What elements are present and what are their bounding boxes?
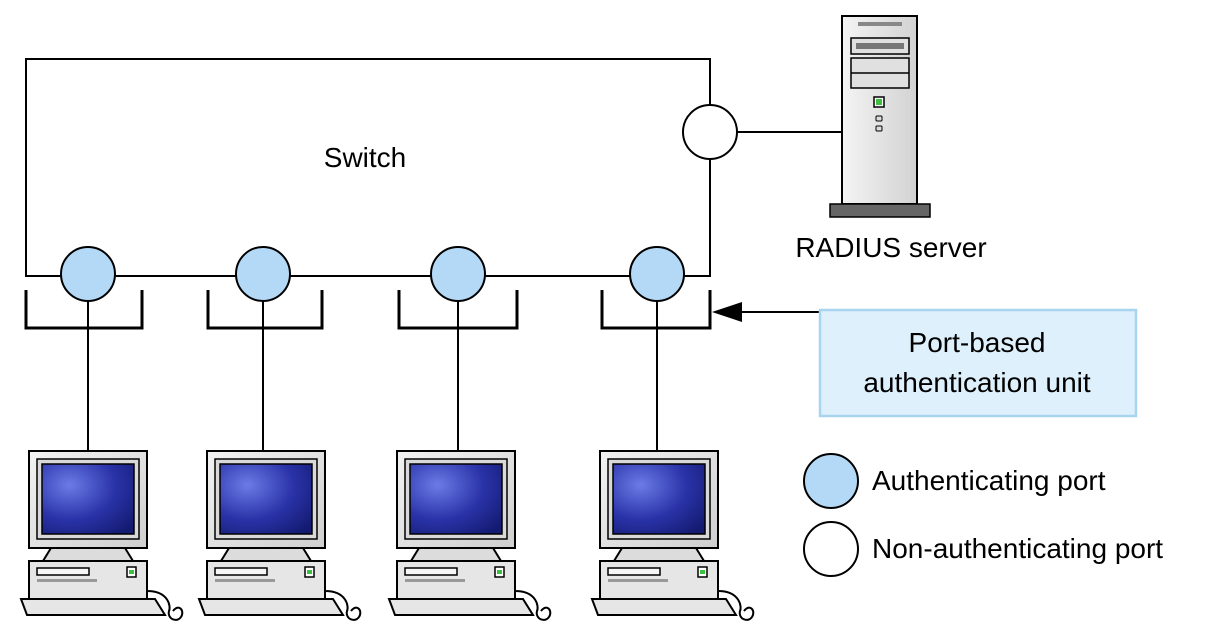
authenticating-port [430, 246, 486, 302]
legend-non-authenticating-label: Non-authenticating port [872, 533, 1163, 564]
callout-box [818, 308, 1138, 418]
authenticating-port [60, 246, 116, 302]
non-authenticating-port [682, 104, 738, 160]
authenticating-port [629, 246, 685, 302]
legend-authenticating-label: Authenticating port [872, 465, 1106, 496]
server-tower-icon [829, 15, 931, 218]
legend: Authenticating port Non-authenticating p… [803, 453, 1163, 577]
port-group-4 [591, 246, 755, 621]
server-label: RADIUS server [795, 232, 986, 263]
port-group-2 [198, 246, 362, 621]
switch-label: Switch [324, 142, 406, 173]
desktop-computer-icon [20, 450, 184, 621]
desktop-computer-icon [591, 450, 755, 621]
desktop-computer-icon [388, 450, 552, 621]
legend-non-authenticating-swatch [803, 521, 859, 577]
desktop-computer-icon [198, 450, 362, 621]
legend-authenticating-swatch [803, 453, 859, 509]
arrowhead-icon [712, 302, 742, 322]
callout-line-1: Port-based [909, 327, 1046, 358]
switch-box [25, 58, 711, 277]
auth-unit-bracket [24, 290, 144, 330]
callout-line-2: authentication unit [863, 367, 1091, 398]
port-group-3 [388, 246, 552, 621]
auth-unit-bracket [206, 290, 324, 330]
port-group-1 [20, 246, 184, 621]
authenticating-port [235, 246, 291, 302]
